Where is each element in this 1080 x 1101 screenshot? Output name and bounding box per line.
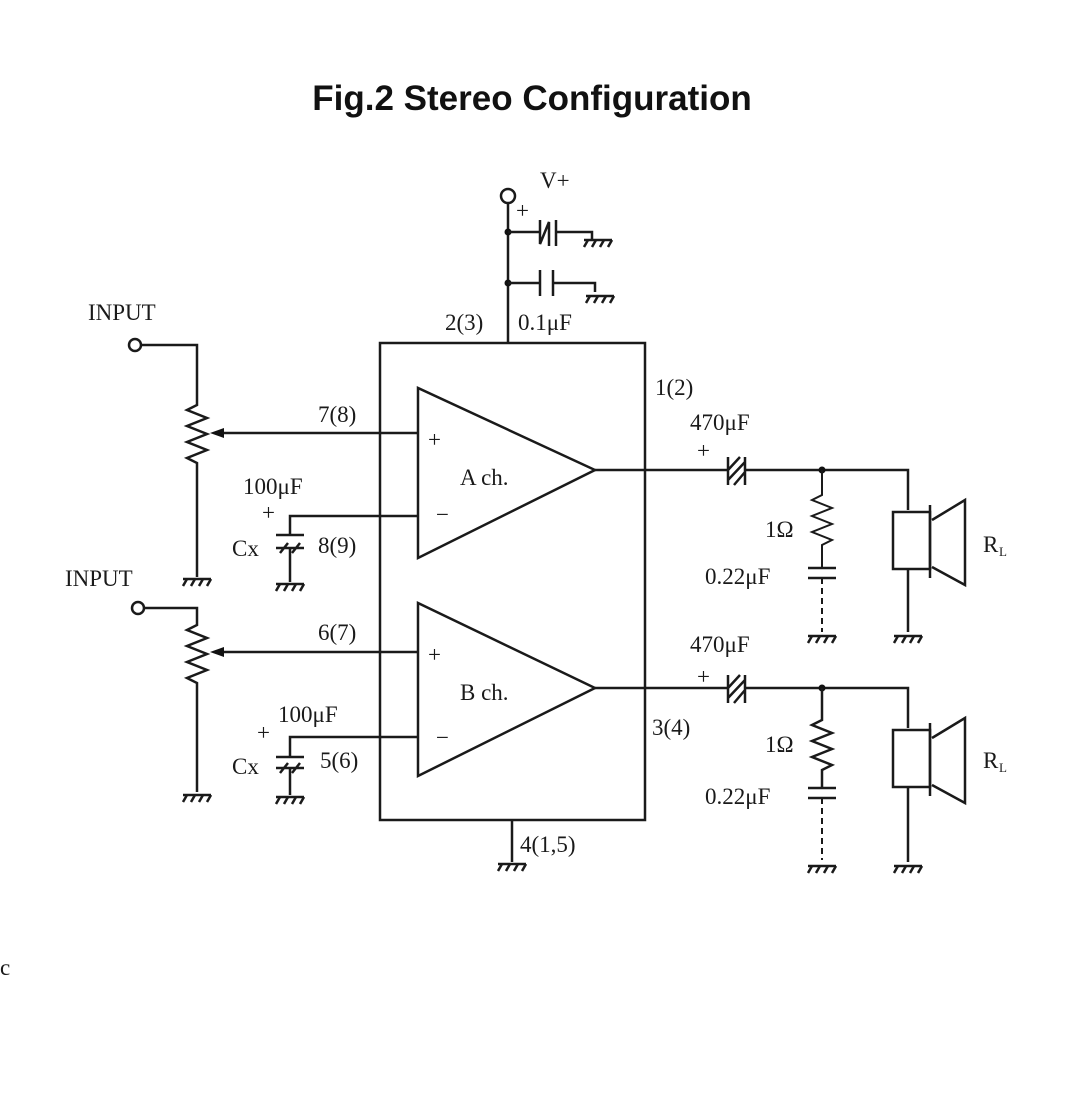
figure-title: Fig.2 Stereo Configuration [312,79,751,118]
amp-a-label: A ch. [460,465,509,490]
schematic-label: L [999,760,1007,775]
amplifier-a [416,386,598,561]
schematic-label: + [697,438,710,463]
schematic-label: + [428,642,441,667]
input-a-label: INPUT [88,300,156,325]
schematic-label: 1Ω [765,517,794,542]
electrolytic-capacitor [538,220,558,246]
ic-package [378,341,647,822]
schematic-label: 6(7) [318,620,356,645]
channel-a: + − A ch. INPUT 7(8) 100μF + Cx 8(9) 1(2… [88,300,1007,645]
schematic-label: 3(4) [652,715,690,740]
speaker-b [891,728,932,789]
schematic-label: 1(2) [655,375,693,400]
schematic-label: 5(6) [320,748,358,773]
amp-b-label: B ch. [460,680,509,705]
margin-text: c [0,955,10,980]
schematic-label: + [262,500,275,525]
schematic-label: 470μF [690,410,750,435]
cx-capacitor-b [276,755,304,774]
input-b-label: INPUT [65,566,133,591]
schematic-label: 1Ω [765,732,794,757]
cx-capacitor-a [276,533,304,554]
schematic-label: 8(9) [318,533,356,558]
schematic-label: − [436,502,449,527]
schematic-label: 7(8) [318,402,356,427]
amplifier-b [416,601,598,779]
potentiometer-a [141,343,211,577]
schematic-label: Cx [232,754,259,779]
schematic-label: 0.22μF [705,784,770,809]
schematic-label: L [999,544,1007,559]
supply-label: V+ [540,168,570,193]
output-capacitor-b [726,674,747,704]
ground-pin: 4(1,5) [520,832,576,857]
output-capacitor-a [726,456,747,486]
schematic-label: R [983,748,999,773]
schematic-label: + [697,664,710,689]
schematic-label: + [428,427,441,452]
supply-plus: + [516,198,529,223]
schematic-label: + [257,720,270,745]
schematic-label: 100μF [243,474,303,499]
schematic-label: 0.22μF [705,564,770,589]
supply-section: V+ + 2(3) 0.1μF [445,168,616,343]
channel-b: + − B ch. INPUT 6(7) 100μF + Cx 5(6) 3(4… [65,566,1007,875]
speaker-a [891,510,932,571]
schematic-label: Cx [232,536,259,561]
schematic-label: R [983,532,999,557]
supply-pin: 2(3) [445,310,483,335]
bypass-cap-value: 0.1μF [518,310,572,335]
schematic-label: − [436,725,449,750]
schematic-label: 470μF [690,632,750,657]
potentiometer-b [144,606,211,792]
schematic-label: 100μF [278,702,338,727]
bypass-capacitor [508,270,597,296]
